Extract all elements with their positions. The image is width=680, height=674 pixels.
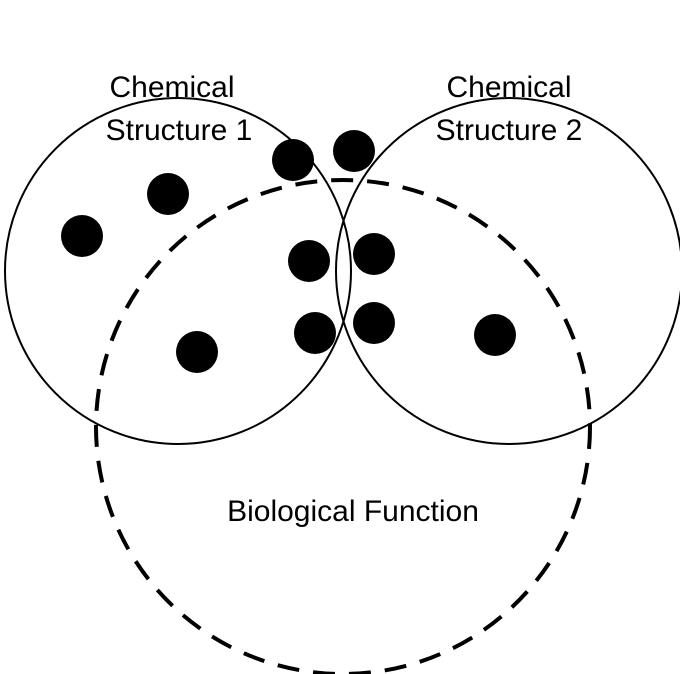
chemical-structure-2-label-line-2: Structure 2 [436, 114, 583, 147]
chemical-structure-1-label-line-1: Chemical [109, 71, 234, 104]
chemical-structure-2-label-line-1: Chemical [446, 71, 571, 104]
region-chemical-structure-1-and-biological-function [176, 331, 218, 373]
dot [272, 139, 314, 181]
dot [474, 314, 516, 356]
dot [147, 173, 189, 215]
region-chemical-structure-1-and-2 [272, 130, 375, 181]
chemical-structure-1-circle [4, 97, 352, 445]
dot [176, 331, 218, 373]
region-all-three [288, 233, 395, 354]
biological-function-circle [94, 178, 592, 674]
chemical-structure-1-label-line-2: Structure 1 [106, 114, 253, 147]
chemical-structure-2-circle [335, 97, 680, 445]
dot [288, 240, 330, 282]
dot [294, 312, 336, 354]
dot [333, 130, 375, 172]
biological-function-label: Biological Function [227, 495, 479, 528]
dot [353, 233, 395, 275]
dot [61, 215, 103, 257]
region-chemical-structure-1-only [61, 173, 189, 257]
region-chemical-structure-2-and-biological-function [474, 314, 516, 356]
dot [353, 302, 395, 344]
